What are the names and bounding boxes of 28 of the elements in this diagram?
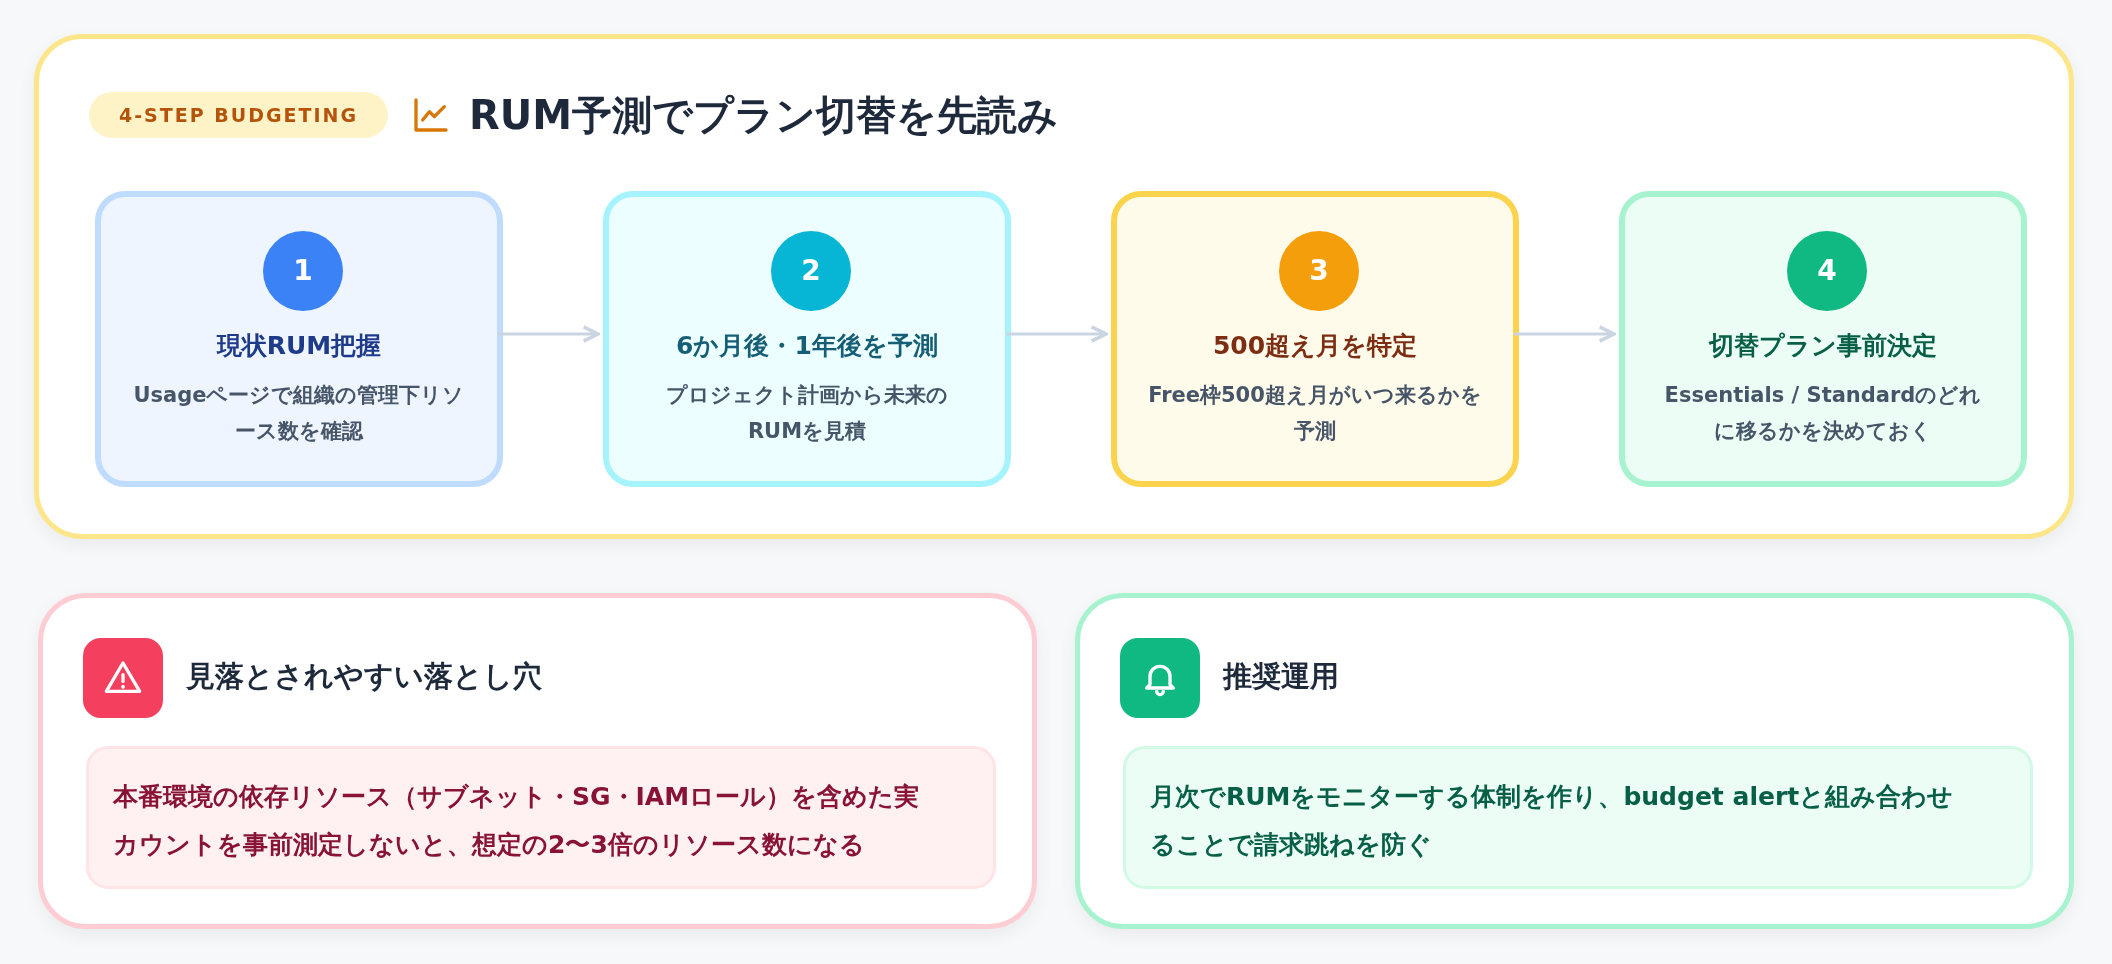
step-title: 現状RUM把握 — [215, 330, 383, 362]
step-badge: 4-STEP BUDGETING — [89, 92, 389, 138]
step-number: 1 — [263, 231, 343, 311]
step-card — [1111, 191, 1519, 487]
step-card — [95, 191, 503, 487]
arrow — [1514, 325, 1616, 343]
arrow — [498, 325, 600, 343]
arrow — [1006, 325, 1108, 343]
info-card — [38, 593, 1037, 929]
step-description: Usageページで組織の管理下リソース数を確認 — [132, 382, 466, 445]
note-text: 本番環境の依存リソース（サブネット・SG・IAMロール）を含めた実カウントを事前測定しないと、想定の2〜3倍のリソース数になる — [86, 746, 996, 889]
step-description: Free枠500超え月がいつ来るかを予測 — [1147, 382, 1483, 445]
panel — [34, 34, 2074, 539]
step-description: Essentials / Standardのどれに移るかを決めておく — [1663, 382, 1983, 445]
note-text: 月次でRUMをモニターする体制を作り、budget alertと組み合わせることで請求跳ねを防ぐ — [1123, 746, 2033, 889]
card-heading: 見落とされやすい落とし穴 — [186, 658, 542, 695]
info-card — [1075, 593, 2074, 929]
step-number: 3 — [1279, 231, 1359, 311]
step-title: 6か月後・1年後を予測 — [675, 330, 939, 362]
panel-title: RUM予測でプラン切替を先読み — [469, 91, 1059, 140]
step-title: 切替プラン事前決定 — [1707, 330, 1938, 362]
card-heading: 推奨運用 — [1223, 658, 1339, 695]
step-number: 2 — [771, 231, 851, 311]
step-title: 500超え月を特定 — [1211, 330, 1419, 362]
step-description: プロジェクト計画から未来のRUMを見積 — [665, 382, 949, 445]
step-card — [603, 191, 1011, 487]
step-card — [1619, 191, 2027, 487]
step-number: 4 — [1787, 231, 1867, 311]
